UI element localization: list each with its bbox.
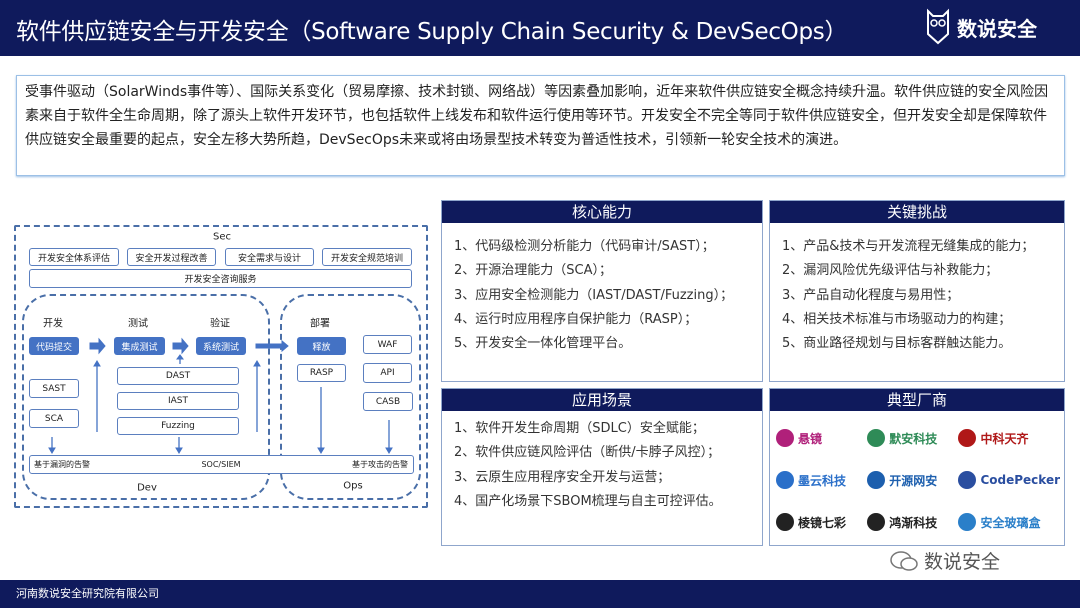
watermark-text: 数说安全 xyxy=(924,551,1001,573)
vendor-name: 安全玻璃盒 xyxy=(980,515,1041,530)
scenarios-panel: 应用场景 1、软件开发生命周期（SDLC）安全赋能； 2、软件供应链风险评估（断… xyxy=(441,388,763,546)
vendor-logo-icon xyxy=(958,471,977,489)
flow-step: 集成测试 xyxy=(114,337,165,355)
vendors-panel: 典型厂商 悬镜 默安科技 中科天齐墨云科技 开源网安 CodePecker 棱镜七彩 鸿渐科… xyxy=(769,388,1065,546)
soc-siem-label: SOC/SIEM xyxy=(201,460,241,469)
vendor-logo-icon xyxy=(867,513,886,531)
ops-tool: CASB xyxy=(363,392,413,411)
consult-service: 开发安全咨询服务 xyxy=(29,269,412,288)
header-bar: 软件供应链安全与开发安全（Software Supply Chain Secur… xyxy=(0,0,1080,56)
list-item: 4、相关技术标准与市场驱动力的构建； xyxy=(782,311,1012,327)
list-item: 2、开源治理能力（SCA）； xyxy=(454,263,612,279)
vendor-logo-icon xyxy=(867,429,886,447)
vendor-name: 棱镜七彩 xyxy=(798,515,847,530)
vendor-logo: 安全玻璃盒 xyxy=(958,513,1060,531)
devsecops-diagram: Sec 开发安全体系评估 安全开发过程改善 安全需求与设计 开发安全规范培训 开… xyxy=(0,0,440,520)
arrow-right-icon xyxy=(89,337,106,355)
vendor-name: 中科天齐 xyxy=(980,431,1029,446)
panel-title: 核心能力 xyxy=(442,201,762,223)
list-item: 1、软件开发生命周期（SDLC）安全赋能； xyxy=(454,421,705,436)
list-item: 3、云原生应用程序安全开发与运营； xyxy=(454,469,671,485)
ops-tool: WAF xyxy=(363,335,412,354)
vendor-logo-grid: 悬镜 默安科技 中科天齐墨云科技 开源网安 CodePecker 棱镜七彩 鸿渐科技 安全玻璃… xyxy=(770,411,1064,543)
flow-step: 代码提交 xyxy=(29,337,79,355)
test-tool: IAST xyxy=(117,392,239,410)
flow-arrows xyxy=(48,337,393,454)
sec-label: Sec xyxy=(213,231,231,243)
vendor-logo: 默安科技 xyxy=(867,429,958,447)
arrow-right-icon xyxy=(172,337,189,355)
vendor-logo: 棱镜七彩 xyxy=(776,513,867,531)
vendor-logo: 鸿渐科技 xyxy=(867,513,958,531)
list-item: 2、漏洞风险优先级评估与补救能力； xyxy=(782,263,999,279)
vendor-logo-icon xyxy=(776,513,794,531)
vendor-name: 墨云科技 xyxy=(798,473,847,488)
owl-logo-icon xyxy=(927,8,949,45)
vendor-name: 鸿渐科技 xyxy=(889,515,938,530)
panel-title: 典型厂商 xyxy=(770,389,1064,411)
vendor-logo-icon xyxy=(776,471,794,489)
vendor-name: CodePecker xyxy=(980,473,1060,487)
footer-company: 河南数说安全研究院有限公司 xyxy=(16,587,159,600)
vendor-name: 悬镜 xyxy=(798,431,823,446)
panel-title: 关键挑战 xyxy=(770,201,1064,223)
intro-text: 受事件驱动（SolarWinds事件等）、国际关系变化（贸易摩擦、技术封锁、网络… xyxy=(16,75,1065,176)
list-item: 3、产品自动化程度与易用性； xyxy=(782,287,960,303)
sec-item: 开发安全规范培训 xyxy=(322,248,412,266)
page-title: 软件供应链安全与开发安全（Software Supply Chain Secur… xyxy=(16,19,848,45)
vendor-logo: 开源网安 xyxy=(867,471,958,489)
ops-label: Ops xyxy=(343,480,363,492)
static-tool: SCA xyxy=(29,409,79,428)
core-capabilities-panel: 核心能力 1、代码级检测分析能力（代码审计/SAST）； 2、开源治理能力（SC… xyxy=(441,200,763,382)
list-item: 4、国产化场景下SBOM梳理与自主可控评估。 xyxy=(454,493,722,509)
wechat-icon xyxy=(890,550,918,571)
vendor-name: 默安科技 xyxy=(889,431,938,446)
list-item: 5、开发安全一体化管理平台。 xyxy=(454,336,632,352)
stage-label: 部署 xyxy=(310,318,330,330)
list-item: 1、产品&技术与开发流程无缝集成的能力； xyxy=(782,239,1035,254)
vendor-logo-icon xyxy=(776,429,794,447)
sec-item: 安全开发过程改善 xyxy=(127,248,216,266)
attack-alert-label: 基于攻击的告警 xyxy=(352,460,408,469)
flow-step: 释放 xyxy=(297,337,346,355)
dev-boundary xyxy=(22,294,270,500)
ops-tool: API xyxy=(363,363,412,383)
ops-boundary xyxy=(280,294,421,500)
list-item: 4、运行时应用程序自保护能力（RASP）； xyxy=(454,311,698,327)
test-tool: Fuzzing xyxy=(117,417,239,435)
footer-bar: 河南数说安全研究院有限公司 xyxy=(0,580,1080,608)
panel-title: 应用场景 xyxy=(442,389,762,411)
vuln-alert-label: 基于漏洞的告警 xyxy=(34,460,90,469)
list-item: 3、应用安全检测能力（IAST/DAST/Fuzzing）； xyxy=(454,287,734,303)
vendor-name: 开源网安 xyxy=(889,473,938,488)
list-item: 2、软件供应链风险评估（断供/卡脖子风控）； xyxy=(454,445,721,461)
vendor-logo: 悬镜 xyxy=(776,429,867,447)
stage-label: 测试 xyxy=(128,318,148,330)
arrow-right-icon xyxy=(255,339,289,353)
stage-label: 验证 xyxy=(210,318,230,330)
key-challenges-panel: 关键挑战 1、产品&技术与开发流程无缝集成的能力； 2、漏洞风险优先级评估与补救… xyxy=(769,200,1065,382)
soc-siem-bar: 基于漏洞的告警 SOC/SIEM 基于攻击的告警 xyxy=(29,455,414,474)
list-item: 5、商业路径规划与目标客群触达能力。 xyxy=(782,336,1012,352)
dev-label: Dev xyxy=(137,482,157,494)
ops-tool: RASP xyxy=(297,364,346,382)
vendor-logo: 中科天齐 xyxy=(958,429,1060,447)
sec-item: 开发安全体系评估 xyxy=(29,248,119,266)
list-item: 1、代码级检测分析能力（代码审计/SAST）； xyxy=(454,239,715,254)
wechat-watermark: 数说安全 xyxy=(890,547,1000,574)
sec-boundary xyxy=(14,225,428,508)
sec-item: 安全需求与设计 xyxy=(225,248,314,266)
vendor-logo: CodePecker xyxy=(958,471,1060,489)
flow-step: 系统测试 xyxy=(196,337,246,355)
vendor-logo-icon xyxy=(958,513,977,531)
vendor-logo-icon xyxy=(867,471,886,489)
brand-logo: 数说安全 xyxy=(925,8,1037,46)
brand-name: 数说安全 xyxy=(957,16,1037,41)
test-tool: DAST xyxy=(117,367,239,385)
vendor-logo: 墨云科技 xyxy=(776,471,867,489)
vendor-logo-icon xyxy=(958,429,977,447)
static-tool: SAST xyxy=(29,379,79,398)
stage-label: 开发 xyxy=(43,318,63,330)
